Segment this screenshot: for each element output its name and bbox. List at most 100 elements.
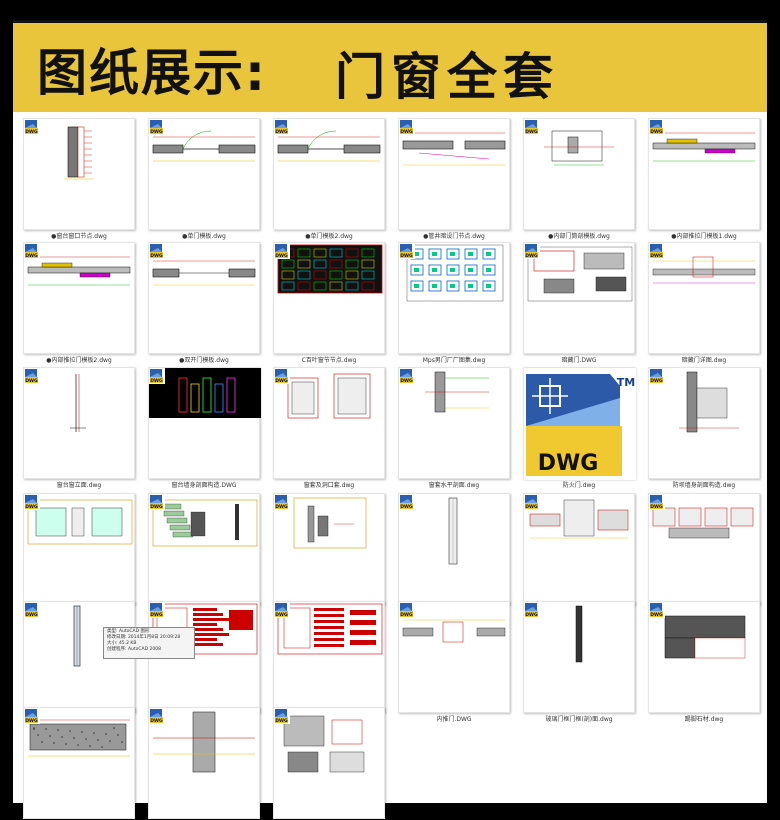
file-thumbnail[interactable]: DWG bbox=[273, 601, 385, 713]
dwg-file-icon: DWG bbox=[274, 602, 290, 618]
file-thumbnail[interactable]: DWG bbox=[273, 242, 385, 354]
file-thumbnail[interactable]: DWG bbox=[148, 707, 260, 819]
file-name-label[interactable]: 窗台窗立面.dwg bbox=[56, 482, 102, 489]
dwg-file-icon: DWG bbox=[149, 602, 165, 618]
file-thumbnail[interactable]: DWG bbox=[273, 367, 385, 479]
file-name-label[interactable]: 暗藏门.DWG bbox=[561, 357, 597, 364]
tooltip-line: 大小: 45.2 KB bbox=[107, 641, 137, 646]
file-name-label[interactable]: ●管井暗设门节点.dwg bbox=[423, 233, 485, 240]
dwg-file-icon: DWG bbox=[399, 368, 415, 384]
svg-text:DWG: DWG bbox=[400, 253, 413, 259]
file-thumbnail[interactable]: DWG bbox=[273, 118, 385, 230]
file-thumbnail[interactable]: DWG bbox=[148, 601, 260, 713]
svg-text:DWG: DWG bbox=[650, 378, 663, 384]
cad-drawing-preview bbox=[406, 244, 504, 302]
cad-drawing-preview bbox=[73, 605, 81, 667]
file-thumbnail[interactable]: DWG bbox=[273, 493, 385, 605]
svg-text:DWG: DWG bbox=[150, 612, 163, 618]
dwg-file-icon: DWG bbox=[149, 119, 165, 135]
dwg-file-icon: DWG bbox=[649, 368, 665, 384]
file-name-label[interactable]: 窗套水平剖面.dwg bbox=[428, 482, 480, 489]
file-thumbnail[interactable]: DWG bbox=[648, 601, 760, 713]
cad-drawing-preview bbox=[527, 246, 633, 302]
dwg-file-icon: DWG bbox=[399, 243, 415, 259]
file-thumbnail[interactable]: DWG bbox=[273, 707, 385, 819]
file-name-label[interactable]: 内推门.DWG bbox=[436, 716, 472, 723]
file-thumbnail[interactable]: DWG bbox=[398, 493, 510, 605]
file-thumbnail[interactable]: DWG bbox=[148, 367, 261, 479]
cad-drawing-preview bbox=[64, 126, 94, 180]
header-title: 图纸展示: bbox=[37, 44, 267, 102]
svg-text:DWG: DWG bbox=[400, 129, 413, 135]
dwg-file-icon: DWG bbox=[274, 494, 290, 510]
file-name-label[interactable]: ●单门模板.dwg bbox=[182, 233, 226, 240]
file-thumbnail[interactable]: DWG bbox=[648, 118, 760, 230]
file-thumbnail[interactable]: DWG bbox=[23, 601, 135, 713]
file-name-label[interactable]: 玻璃门框门框(剖)面.dwg bbox=[545, 716, 613, 723]
cad-drawing-preview bbox=[149, 368, 261, 418]
file-thumbnail[interactable]: DWG bbox=[398, 367, 510, 479]
file-name-label[interactable]: ●内部门筒剖模板.dwg bbox=[548, 233, 610, 240]
dwg-file-icon: DWG bbox=[649, 243, 665, 259]
file-thumbnail[interactable]: DWG bbox=[23, 707, 135, 819]
dwg-file-icon: DWG bbox=[149, 243, 165, 259]
file-thumbnail[interactable]: DWG bbox=[23, 493, 135, 605]
file-name-label[interactable]: 窗套及洞口套.dwg bbox=[303, 482, 355, 489]
file-name-label[interactable]: Mps男门厂厂图集.dwg bbox=[422, 357, 486, 364]
svg-text:DWG: DWG bbox=[275, 378, 288, 384]
svg-text:DWG: DWG bbox=[275, 253, 288, 259]
file-thumbnail[interactable]: DWG bbox=[648, 367, 760, 479]
file-thumbnail[interactable]: DWG bbox=[648, 242, 760, 354]
file-thumbnail[interactable]: DWG bbox=[648, 493, 760, 605]
file-name-label[interactable]: 踢脚石材.dwg bbox=[684, 716, 724, 723]
file-name-label[interactable]: ●双开门模板.dwg bbox=[179, 357, 229, 364]
tooltip-line: 类型: AutoCAD 图形 bbox=[107, 629, 150, 634]
file-thumbnail[interactable]: DWG bbox=[523, 118, 635, 230]
cad-drawing-preview bbox=[652, 256, 756, 284]
file-thumbnail[interactable]: DWG bbox=[23, 242, 135, 354]
file-thumbnail[interactable]: DWG bbox=[23, 118, 135, 230]
cad-drawing-preview bbox=[152, 130, 256, 162]
file-name-label[interactable]: ●内部推拉门模板2.dwg bbox=[46, 357, 112, 364]
file-name-label[interactable]: 窗台墙身剖面构造.DWG bbox=[171, 482, 237, 489]
cad-drawing-preview bbox=[402, 132, 506, 166]
tooltip-line: 修改日期: 2014年1月8日 20:09:28 bbox=[107, 635, 181, 640]
svg-text:DWG: DWG bbox=[525, 504, 538, 510]
file-thumbnail[interactable]: DWG bbox=[523, 493, 635, 605]
file-thumbnail[interactable]: DWG bbox=[398, 118, 510, 230]
file-thumbnail[interactable]: DWG bbox=[523, 601, 635, 713]
cad-drawing-preview bbox=[27, 256, 131, 286]
svg-text:DWG: DWG bbox=[150, 718, 163, 724]
cad-drawing-preview bbox=[283, 715, 365, 773]
cad-drawing-preview bbox=[652, 132, 756, 162]
file-name-label[interactable]: 防坝墙身剖面构造.dwg bbox=[672, 482, 736, 489]
svg-text:DWG: DWG bbox=[400, 612, 413, 618]
header-subtitle: 门窗全套 bbox=[335, 48, 559, 106]
file-thumbnail[interactable]: DWG bbox=[148, 242, 260, 354]
header-banner: 图纸展示: 门窗全套 bbox=[13, 20, 767, 112]
file-thumbnail[interactable]: DWG bbox=[148, 493, 260, 605]
svg-text:DWG: DWG bbox=[650, 129, 663, 135]
svg-text:DWG: DWG bbox=[25, 718, 38, 724]
file-name-label[interactable]: 暗藏门详图.dwg bbox=[681, 357, 727, 364]
file-name-label[interactable]: ●内部推拉门模板1.dwg bbox=[671, 233, 737, 240]
file-name-label[interactable]: 防火门.dwg bbox=[562, 482, 596, 489]
cad-drawing-preview bbox=[448, 497, 458, 565]
dwg-file-icon: DWG bbox=[399, 494, 415, 510]
file-thumbnail[interactable]: DWG bbox=[148, 118, 260, 230]
file-thumbnail[interactable]: DWG bbox=[23, 367, 135, 479]
file-name-label[interactable]: C百叶窗节节点.dwg bbox=[301, 357, 357, 364]
dwg-file-icon: DWG bbox=[24, 602, 40, 618]
file-grid bbox=[13, 112, 767, 803]
file-thumbnail[interactable]: DWG bbox=[398, 242, 510, 354]
file-thumbnail[interactable]: DWG bbox=[398, 601, 510, 713]
file-name-label[interactable]: ●窗台窗口节点.dwg bbox=[51, 233, 107, 240]
dwg-file-icon: DWG bbox=[24, 243, 40, 259]
cad-drawing-preview bbox=[529, 499, 629, 539]
svg-text:DWG: DWG bbox=[150, 504, 163, 510]
file-thumbnail[interactable]: DWG bbox=[523, 242, 635, 354]
file-name-label[interactable]: ●单门模板2.dwg bbox=[305, 233, 353, 240]
